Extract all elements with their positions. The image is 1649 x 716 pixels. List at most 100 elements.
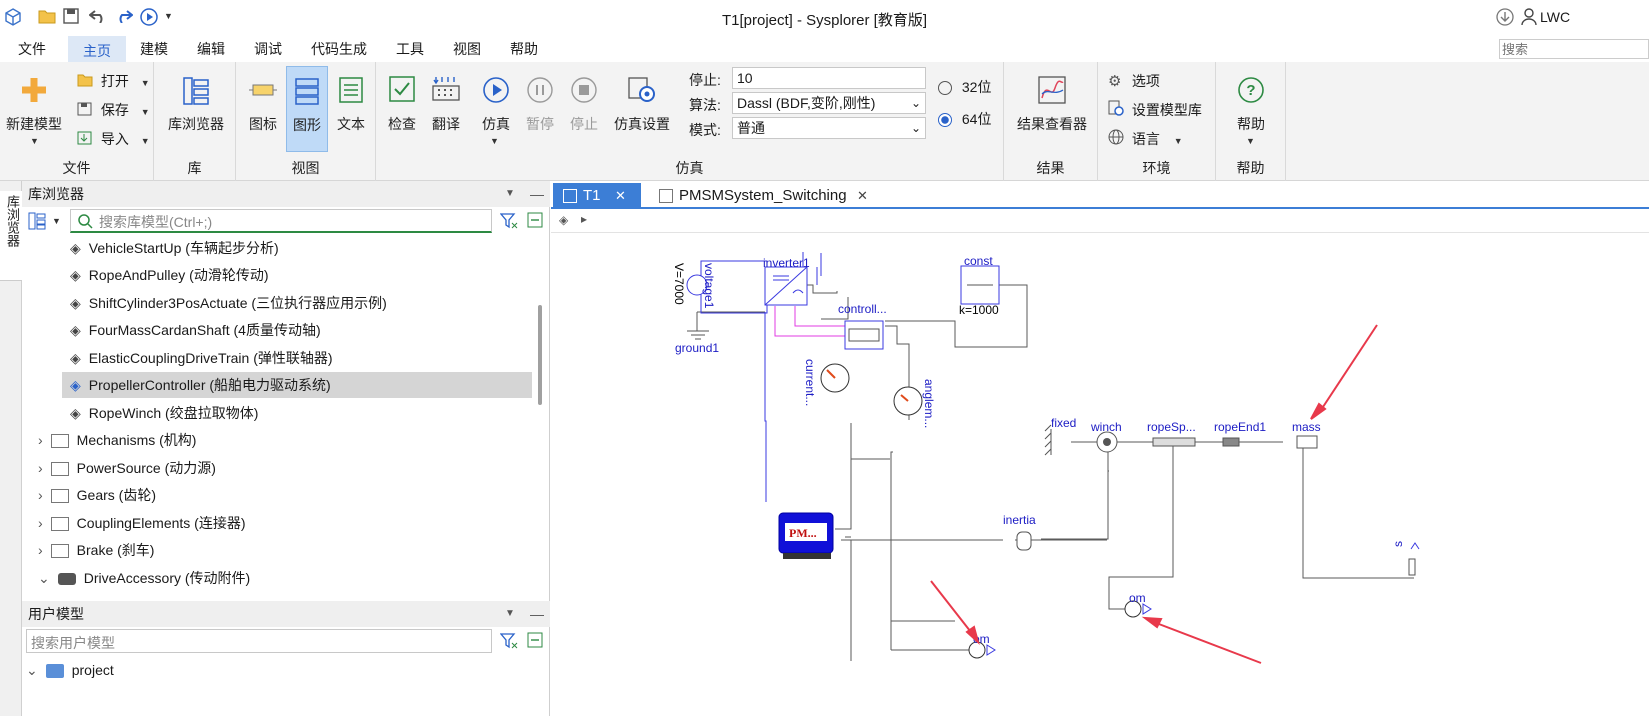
save-icon — [77, 100, 93, 122]
model-diagram: voltage1 V=7000 ground1 inverter1 const … — [672, 252, 1420, 664]
chevron-down-icon[interactable]: ▼ — [52, 216, 61, 226]
tree-item-elasticcoupling[interactable]: ◈ElasticCouplingDriveTrain (弹性联轴器) — [70, 350, 333, 366]
const-label: const — [964, 254, 993, 268]
pmsm-motor: PM... — [778, 512, 834, 559]
filter-icon[interactable] — [499, 632, 518, 653]
chevron-right-icon: › — [38, 515, 43, 531]
ribbon-group-file: 新建模型 ▼ 打开 ▼ 保存 ▼ 导入 ▼ 文件 — [0, 62, 154, 181]
user-name[interactable]: LWC — [1540, 9, 1571, 25]
library-browser-button[interactable]: 库浏览器 — [158, 62, 234, 152]
app-cube-icon — [4, 8, 22, 26]
tree-item-mechanisms[interactable]: ›Mechanisms (机构) — [38, 432, 197, 449]
fixed-mount: fixed — [1044, 416, 1076, 456]
simulate-button[interactable]: 仿真 ▼ — [474, 62, 518, 152]
menu-home[interactable]: 主页 — [68, 36, 126, 62]
tab-pmsmsystem-switching[interactable]: PMSMSystem_Switching ✕ — [649, 183, 879, 209]
undo-icon[interactable] — [88, 9, 107, 24]
tree-item-powersource[interactable]: ›PowerSource (动力源) — [38, 460, 216, 477]
panel-dropdown-icon[interactable]: ▼ — [505, 188, 515, 199]
run-icon[interactable] — [140, 8, 158, 26]
tree-item-gears[interactable]: ›Gears (齿轮) — [38, 487, 157, 504]
collapse-all-icon[interactable] — [527, 632, 543, 651]
algorithm-select[interactable]: Dassl (BDF,变阶,刚性) ⌄ — [732, 92, 926, 114]
chevron-down-icon: ▼ — [1246, 136, 1255, 146]
user-model-search-bar: 搜索用户模型 — [22, 627, 550, 655]
tree-item-ropeandpulley[interactable]: ◈RopeAndPulley (动滑轮传动) — [70, 267, 269, 283]
menu-codegen[interactable]: 代码生成 — [311, 41, 367, 57]
panel-title: 用户模型 — [28, 606, 84, 622]
user-model-search-input[interactable]: 搜索用户模型 — [26, 629, 492, 653]
open-button[interactable]: 打开 ▼ — [77, 70, 153, 92]
tree-item-propellercontroller[interactable]: ◈PropellerController (船舶电力驱动系统) — [62, 372, 532, 398]
group-label-simulation: 仿真 — [675, 160, 704, 176]
mode-select[interactable]: 普通 ⌄ — [732, 117, 926, 139]
redo-icon[interactable] — [115, 9, 134, 24]
mass: mass — [1292, 420, 1321, 449]
chevron-down-icon: ⌄ — [38, 570, 50, 586]
panel-dropdown-icon[interactable]: ▼ — [505, 608, 515, 619]
library-view-icon[interactable] — [28, 212, 46, 233]
model-layers-icon[interactable]: ◈ — [559, 213, 569, 227]
library-browser-dock-tab[interactable]: 库浏览器 — [0, 191, 22, 281]
check-button[interactable]: 检查 — [380, 62, 424, 152]
tree-item-fourmasscardanshaft[interactable]: ◈FourMassCardanShaft (4质量传动轴) — [70, 322, 321, 338]
tree-item-brake[interactable]: ›Brake (刹车) — [38, 542, 155, 559]
tree-item-project[interactable]: ⌄project — [26, 662, 114, 679]
play-icon — [482, 76, 510, 107]
save-icon[interactable] — [63, 8, 79, 24]
radio-64bit[interactable]: 64位 — [938, 108, 991, 130]
menu-tools[interactable]: 工具 — [396, 41, 424, 57]
save-button[interactable]: 保存 ▼ — [77, 99, 153, 121]
simulation-settings-button[interactable]: 仿真设置 — [608, 62, 676, 152]
tree-item-shiftcylinder[interactable]: ◈ShiftCylinder3PosActuate (三位执行器应用示例) — [70, 295, 387, 311]
translate-button[interactable]: 翻译 — [424, 62, 468, 152]
icon-view-button[interactable]: 图标 — [242, 66, 284, 152]
menu-file[interactable]: 文件 — [18, 41, 46, 57]
menu-view[interactable]: 视图 — [453, 41, 481, 57]
angle-sensor: anglem... — [893, 379, 936, 428]
tree-item-couplingelements[interactable]: ›CouplingElements (连接器) — [38, 515, 246, 532]
set-model-library-button[interactable]: 设置模型库 — [1108, 99, 1202, 121]
tab-t1[interactable]: T1 ✕ — [553, 183, 641, 209]
menu-help[interactable]: 帮助 — [510, 41, 538, 57]
open-folder-icon[interactable] — [38, 8, 56, 24]
menu-modeling[interactable]: 建模 — [140, 41, 168, 57]
panel-minimize-icon[interactable]: — — [530, 186, 544, 202]
radio-32bit[interactable]: 32位 — [938, 76, 991, 98]
download-icon[interactable] — [1496, 8, 1514, 26]
panel-minimize-icon[interactable]: — — [530, 606, 544, 622]
text-view-button[interactable]: 文本 — [330, 66, 372, 152]
tree-scrollbar[interactable] — [538, 305, 542, 405]
close-icon[interactable]: ✕ — [615, 188, 626, 203]
collapse-all-icon[interactable] — [527, 212, 543, 231]
group-label-help: 帮助 — [1236, 160, 1265, 176]
pause-button[interactable]: 暂停 — [518, 62, 562, 152]
text-lines-icon — [338, 76, 364, 107]
help-button[interactable]: ? 帮助 ▼ — [1222, 62, 1280, 152]
library-search-input[interactable]: 搜索库模型(Ctrl+;) — [70, 209, 492, 233]
options-button[interactable]: ⚙ 选项 — [1108, 70, 1160, 92]
model-tab-icon — [563, 189, 577, 203]
stop-button[interactable]: 停止 — [562, 62, 606, 152]
new-model-button[interactable]: 新建模型 ▼ — [2, 62, 66, 152]
tree-item-ropewinch[interactable]: ◈RopeWinch (绞盘拉取物体) — [70, 405, 259, 421]
wires — [696, 284, 1414, 661]
tree-item-vehiclestartup[interactable]: ◈VehicleStartUp (车辆起步分析) — [70, 240, 279, 256]
global-search-input[interactable] — [1499, 39, 1649, 59]
diagram-view-button[interactable]: 图形 — [286, 66, 328, 152]
close-icon[interactable]: ✕ — [857, 188, 868, 203]
om-sensor-mid: om — [1124, 591, 1152, 618]
brake-icon — [50, 544, 69, 559]
user-icon[interactable] — [1521, 8, 1537, 26]
quick-access-dropdown-icon[interactable]: ▼ — [164, 11, 173, 21]
tree-item-driveaccessory[interactable]: ⌄DriveAccessory (传动附件) — [38, 570, 251, 586]
chevron-right-icon[interactable]: ▸ — [581, 212, 588, 226]
result-viewer-button[interactable]: 结果查看器 — [1008, 62, 1096, 152]
menu-edit[interactable]: 编辑 — [197, 41, 225, 57]
language-button[interactable]: 语言 ▼ — [1108, 128, 1183, 150]
import-button[interactable]: 导入 ▼ — [77, 128, 153, 150]
filter-icon[interactable] — [499, 212, 518, 233]
help-question-icon: ? — [1237, 76, 1265, 107]
stop-time-input[interactable]: 10 — [732, 67, 926, 89]
menu-debug[interactable]: 调试 — [254, 41, 282, 57]
